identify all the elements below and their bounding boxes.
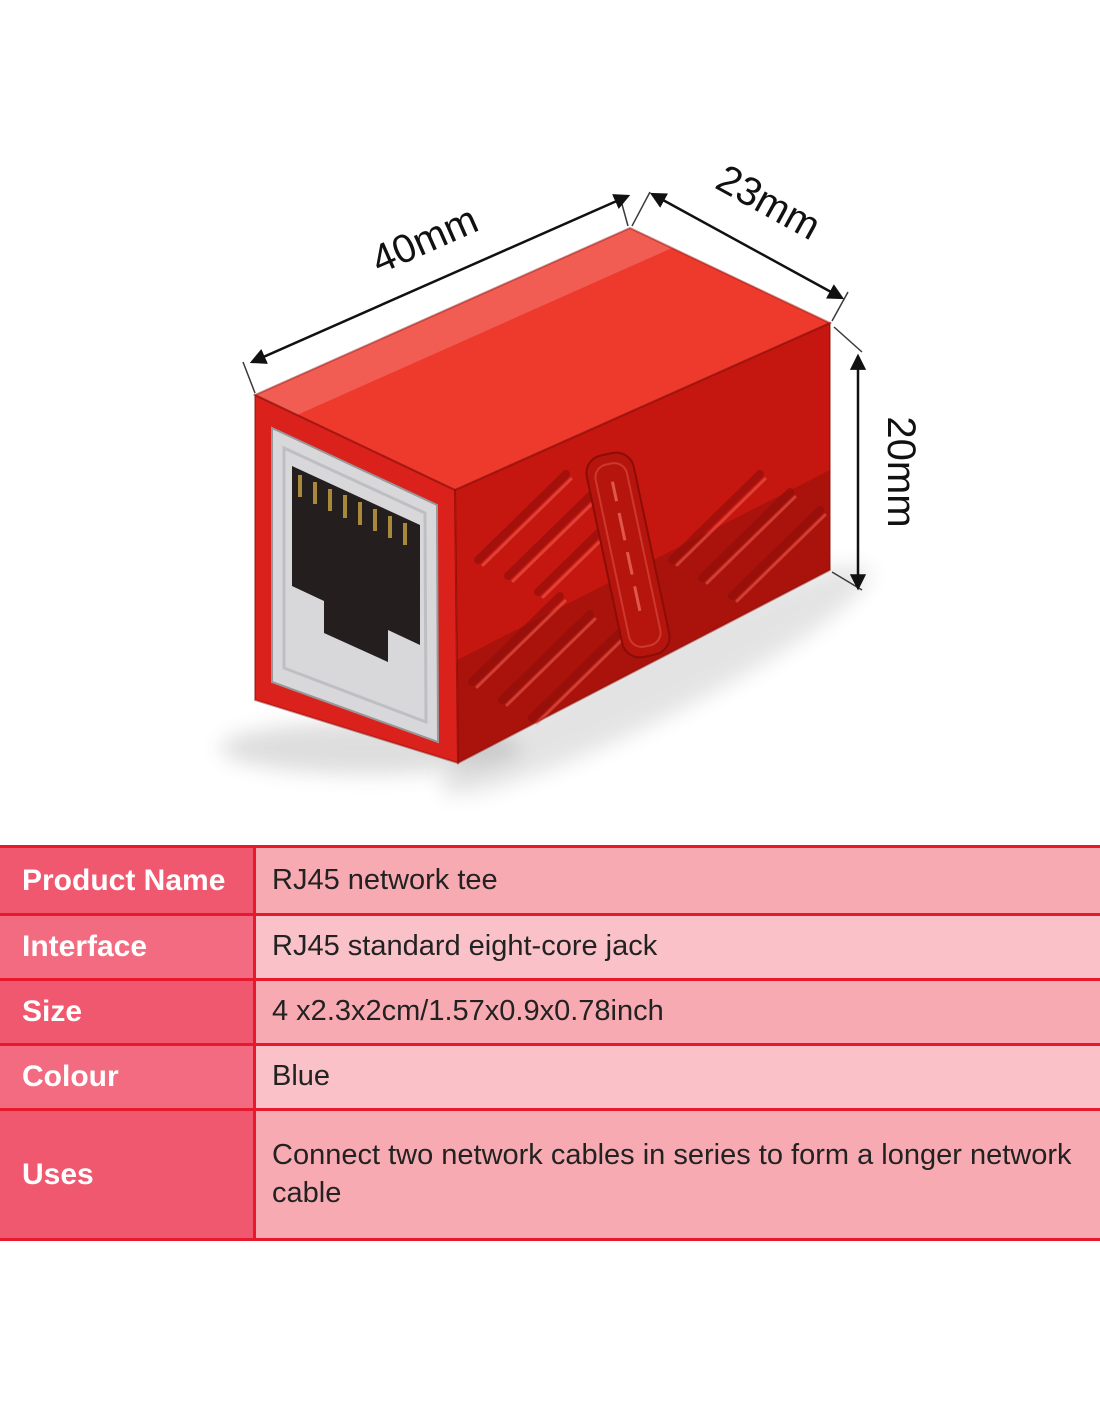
spec-row-interface: Interface RJ45 standard eight-core jack — [0, 913, 1100, 978]
coupler-body — [252, 226, 833, 765]
product-photo: 40mm 23mm 20mm — [220, 157, 923, 795]
brand-plate — [585, 451, 671, 659]
spec-row-product-name: Product Name RJ45 network tee — [0, 848, 1100, 913]
spec-label-product-name: Product Name — [0, 848, 256, 913]
spec-row-uses: Uses Connect two network cables in serie… — [0, 1108, 1100, 1238]
spec-value-size: 4 x2.3x2cm/1.57x0.9x0.78inch — [256, 981, 1100, 1043]
jack-pins — [298, 475, 407, 545]
spec-value-interface: RJ45 standard eight-core jack — [256, 916, 1100, 978]
spec-row-size: Size 4 x2.3x2cm/1.57x0.9x0.78inch — [0, 978, 1100, 1043]
front-edge-outline — [254, 393, 460, 765]
coupler-illustration: 40mm 23mm 20mm — [220, 157, 923, 795]
dimension-arrow-height: 20mm — [849, 353, 923, 591]
spec-value-product-name: RJ45 network tee — [256, 848, 1100, 913]
spec-value-colour: Blue — [256, 1046, 1100, 1108]
side-edge-outline — [453, 321, 831, 765]
spec-table: Product Name RJ45 network tee Interface … — [0, 845, 1100, 1241]
spec-label-uses: Uses — [0, 1111, 256, 1238]
spec-label-interface: Interface — [0, 916, 256, 978]
rj45-opening — [292, 466, 420, 662]
height-dimension-label: 20mm — [879, 416, 923, 527]
silver-bevel — [282, 445, 428, 725]
length-dimension-label: 40mm — [365, 198, 484, 283]
side-grooves — [468, 470, 827, 725]
spec-label-colour: Colour — [0, 1046, 256, 1108]
spec-value-uses: Connect two network cables in series to … — [256, 1111, 1100, 1238]
spec-row-colour: Colour Blue — [0, 1043, 1100, 1108]
spec-label-size: Size — [0, 981, 256, 1043]
